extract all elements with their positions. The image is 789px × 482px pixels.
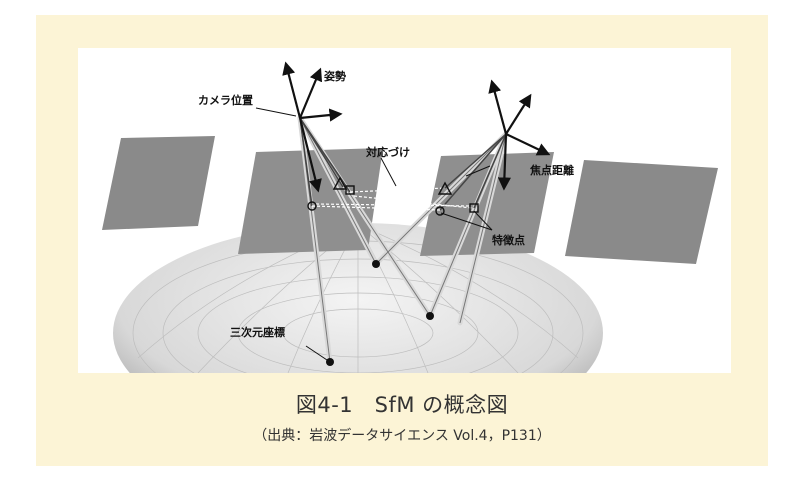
image-plane-far-right bbox=[565, 160, 718, 264]
feature-marks bbox=[307, 176, 479, 216]
circle-feature-right bbox=[435, 206, 445, 216]
figure-caption-source: （出典：岩波データサイエンス Vol.4，P131） bbox=[253, 428, 551, 444]
label-3d-coordinates: 三次元座標 bbox=[230, 325, 285, 339]
label-correspondence: 対応づけ bbox=[365, 145, 410, 159]
camera-right-axes bbox=[488, 79, 551, 191]
scene-points bbox=[326, 260, 434, 366]
triangle-feature-right bbox=[437, 181, 453, 195]
label-orientation: 姿勢 bbox=[324, 69, 346, 83]
sfm-diagram: カメラ位置 姿勢 対応づけ 焦点距離 特徴点 三次元座標 bbox=[78, 48, 731, 373]
label-camera-position: カメラ位置 bbox=[198, 93, 253, 107]
image-planes bbox=[102, 136, 718, 264]
triangle-feature-left bbox=[332, 176, 348, 190]
label-feature-points: 特徴点 bbox=[492, 233, 525, 247]
square-feature-right bbox=[469, 203, 479, 213]
circle-feature-left bbox=[307, 201, 317, 211]
camera-left-axes bbox=[282, 61, 343, 193]
image-plane-far-left bbox=[102, 136, 215, 230]
square-feature-left bbox=[345, 185, 355, 195]
sfm-diagram-svg: カメラ位置 姿勢 対応づけ 焦点距離 特徴点 三次元座標 bbox=[102, 61, 718, 373]
correspondence-lines bbox=[311, 187, 473, 211]
label-focal-length: 焦点距離 bbox=[529, 163, 574, 177]
figure-caption-title: 図4-1 SfM の概念図 bbox=[295, 393, 509, 417]
